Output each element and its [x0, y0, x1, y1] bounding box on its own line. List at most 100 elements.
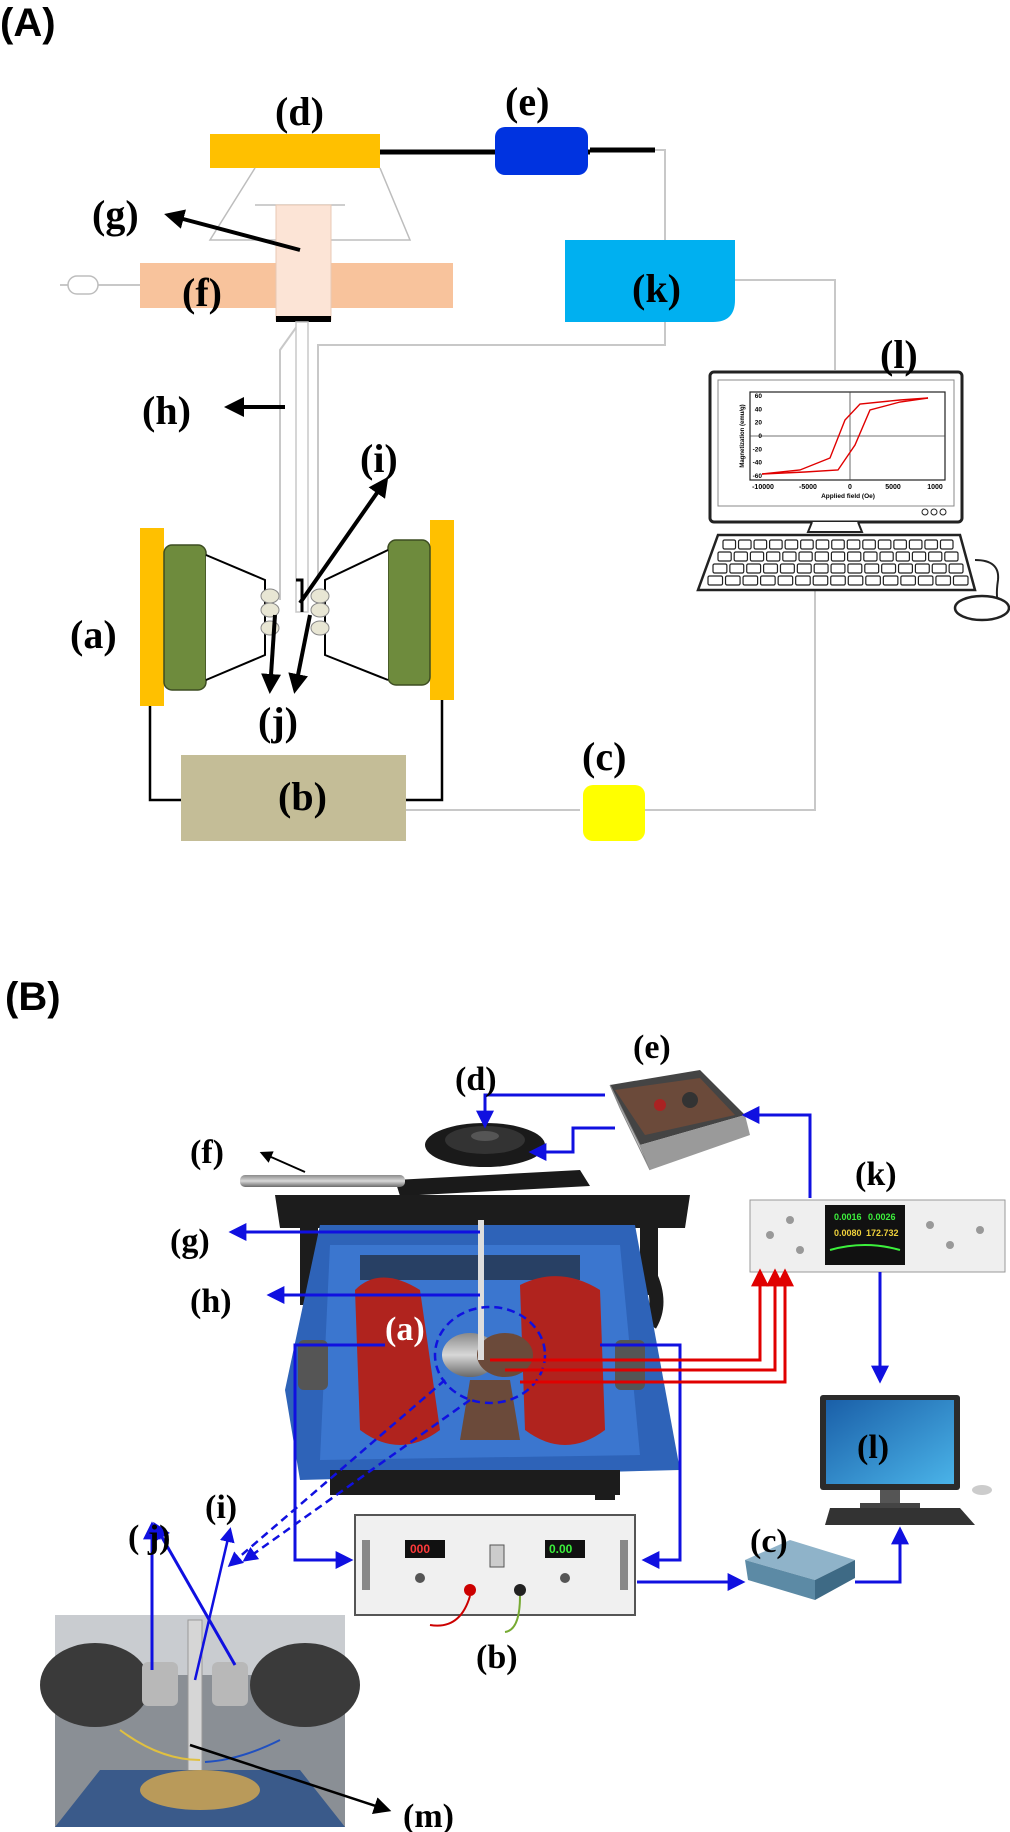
- label-a-k: (k): [632, 266, 681, 311]
- plot-ytick: 40: [755, 406, 763, 413]
- keyboard-key: [795, 575, 811, 586]
- plot-xtick: 0: [848, 484, 852, 491]
- keyboard-key: [722, 539, 737, 550]
- keyboard-key: [897, 563, 913, 574]
- keyboard-key: [784, 539, 799, 550]
- keyboard-key: [798, 551, 813, 562]
- photo-holder-f: [240, 1175, 405, 1187]
- keyboard-key: [796, 563, 812, 574]
- holder-knob: [67, 275, 99, 295]
- keyboard-key: [881, 563, 897, 574]
- keyboard-key: [882, 575, 899, 586]
- mouse-icon: [953, 594, 1010, 622]
- label-arrows: [164, 209, 389, 694]
- panel-a: (A): [0, 1, 1010, 841]
- plot-xtick: -5000: [799, 484, 817, 491]
- keyboard-key: [737, 539, 752, 550]
- label-a-a: (a): [70, 612, 117, 657]
- label-b-l: (l): [857, 1429, 889, 1466]
- keyboard-key: [952, 575, 969, 586]
- keyboard-key: [935, 575, 952, 586]
- keyboard-key: [944, 551, 959, 562]
- electromagnet-a: [140, 520, 454, 706]
- k-readout-2: 0.0026: [868, 1212, 896, 1222]
- keyboard-key: [895, 551, 911, 562]
- keyboard-key: [914, 563, 930, 574]
- drive-rod-g: [275, 204, 332, 321]
- keyboard-key: [864, 563, 880, 574]
- zoom-circle: [433, 1305, 547, 1405]
- lockin-k: [565, 240, 735, 322]
- red-signal-lines: [490, 1268, 794, 1384]
- keyboard-key: [846, 539, 861, 550]
- keyboard-key: [753, 539, 768, 550]
- keyboard-key: [865, 575, 881, 586]
- keyboard-key: [707, 575, 724, 586]
- plot-ytick: 60: [755, 393, 763, 400]
- keyboard-key: [768, 539, 783, 550]
- label-a-b: (b): [278, 774, 327, 819]
- keyboard-key: [847, 575, 864, 586]
- keyboard-key: [814, 551, 830, 562]
- label-b-h: (h): [190, 1283, 232, 1320]
- sample-rod-h: [295, 321, 309, 613]
- photo-gaussmeter-c: [745, 1540, 855, 1600]
- keyboard-key: [917, 575, 934, 586]
- keyboard-key: [759, 575, 776, 586]
- keyboard-key: [830, 563, 846, 574]
- keyboard-key: [900, 575, 916, 586]
- keyboard-key: [846, 551, 862, 562]
- photo-power-supply-b: 000 0.00: [354, 1514, 636, 1633]
- b-readout-right: 0.00: [549, 1542, 573, 1556]
- label-b-c: (c): [750, 1523, 788, 1560]
- label-a-e: (e): [505, 79, 549, 124]
- keyboard-key: [762, 563, 779, 574]
- label-a-d: (d): [275, 89, 324, 134]
- panel-b-title: (B): [5, 975, 61, 1019]
- label-b-f: (f): [190, 1134, 224, 1171]
- keyboard-key: [742, 575, 759, 586]
- keyboard-key: [830, 575, 846, 586]
- label-b-d: (d): [455, 1061, 497, 1098]
- k-readout-4: 172.732: [866, 1228, 899, 1238]
- keyboard-key: [813, 563, 829, 574]
- plot-ytick: 0: [758, 433, 762, 440]
- keyboard-key: [939, 539, 954, 550]
- signal-wires: [60, 149, 836, 811]
- plot-xlabel: Applied field (Oe): [821, 493, 875, 500]
- photo-amplifier-e: [609, 1070, 750, 1171]
- keyboard-key: [879, 551, 894, 562]
- power-supply-b: [181, 755, 406, 841]
- gaussmeter-c: [583, 785, 645, 841]
- keyboard-key: [862, 539, 876, 550]
- keyboard-key: [863, 551, 878, 562]
- keyboard-key: [911, 551, 927, 562]
- panel-b-labels: (e) (d) (f) (k) (g) (h) (a) (l) (i) ( j)…: [128, 1029, 897, 1832]
- keyboard-key: [779, 563, 795, 574]
- keyboard-key: [712, 563, 728, 574]
- photo-inset-sample: [40, 1615, 360, 1827]
- plot-xtick: 1000: [927, 484, 943, 491]
- label-a-h: (h): [142, 388, 191, 433]
- keyboard-key: [877, 539, 892, 550]
- label-a-c: (c): [582, 734, 626, 779]
- keyboard-key: [908, 539, 923, 550]
- hysteresis-plot: Magnetization (emu/g) Applied field (Oe)…: [740, 391, 946, 500]
- panel-a-title: (A): [0, 1, 56, 45]
- blue-connections: [143, 1093, 909, 1681]
- keyboard-key: [733, 551, 749, 562]
- amplifier-e: [495, 127, 588, 175]
- plot-ytick: -20: [753, 446, 763, 453]
- k-readout-1: 0.0016: [834, 1212, 862, 1222]
- plot-ytick: -40: [753, 460, 763, 467]
- keyboard-key: [812, 575, 829, 586]
- label-b-g: (g): [170, 1223, 210, 1260]
- panel-b: (B): [5, 975, 1006, 1832]
- keyboard-key: [831, 539, 845, 550]
- plot-ylabel: Magnetization (emu/g): [740, 404, 746, 467]
- keyboard-key: [927, 551, 943, 562]
- photo-lockin-k: 0.0016 0.0026 0.0080 172.732: [749, 1199, 1006, 1273]
- keyboard-key: [800, 539, 814, 550]
- photo-speaker-d: [395, 1123, 590, 1196]
- keyboard-key: [765, 551, 781, 562]
